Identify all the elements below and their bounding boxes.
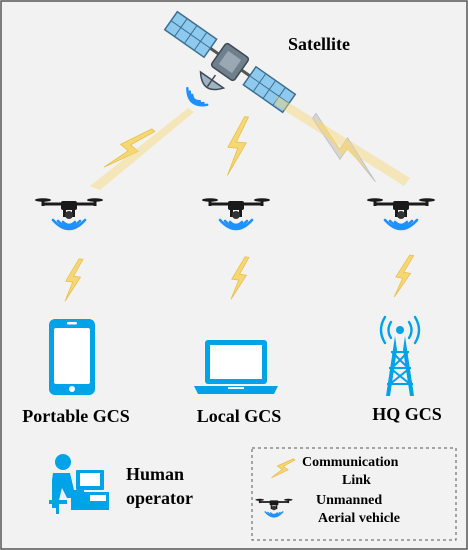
legend: Communication Link Unmanned Aerial vehic… [251,447,457,541]
legend-uav-line2: Aerial vehicle [318,511,400,526]
satellite-dish-icon [199,70,226,91]
legend-link-line1: Communication [302,455,399,470]
link-sat-to-drone-left [103,128,156,168]
portable-gcs-label: Portable GCS [22,406,130,426]
link-sat-to-drone-right [312,112,376,183]
legend-uav-line1: Unmanned [316,493,382,508]
satellite-icon [163,10,297,114]
human-operator-icon [49,454,109,514]
legend-link-icon [271,458,296,479]
legend-link-line2: Link [342,473,371,488]
link-sat-to-drone-center [227,116,250,176]
hq-gcs-label: HQ GCS [372,404,442,424]
satellite-label: Satellite [288,34,350,54]
local-gcs-label: Local GCS [197,406,282,426]
laptop-icon [194,340,278,394]
beam-right [274,96,410,186]
beam-left [90,108,194,190]
operator-label-line1: Human [126,464,184,484]
satellite-signal-icon [186,86,209,107]
smartphone-icon [49,319,95,395]
radio-tower-icon [379,315,421,396]
operator-label-line2: operator [126,488,193,508]
